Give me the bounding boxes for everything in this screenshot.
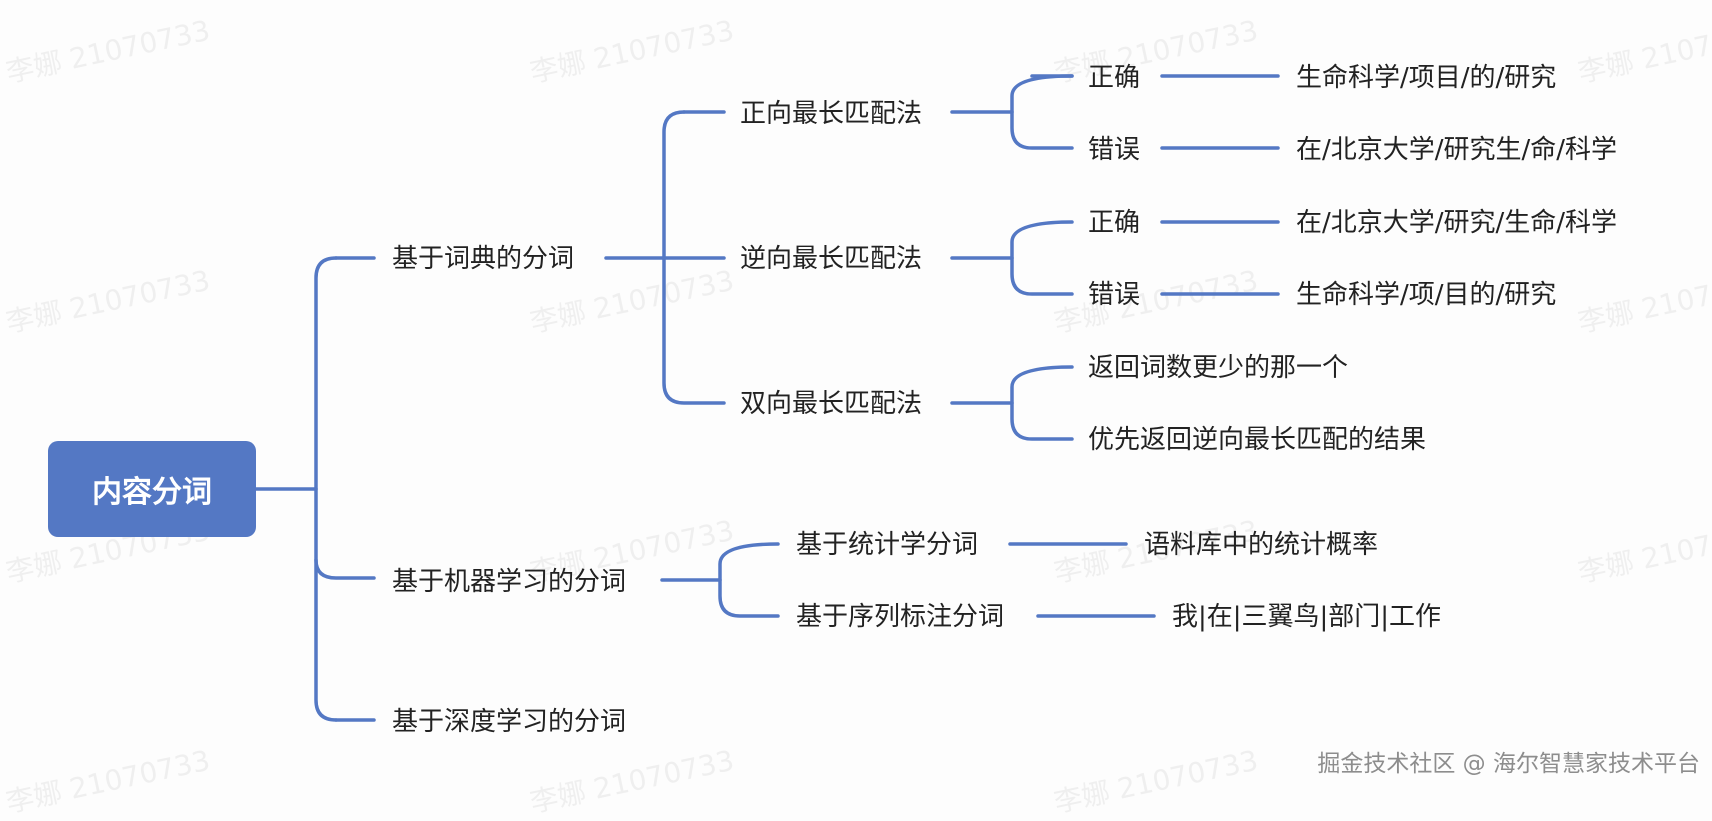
connector-bidir-branch — [1010, 365, 1074, 441]
mindmap-connectors — [254, 74, 1280, 722]
node-backward-wrong: 错误 — [1088, 280, 1141, 310]
node-backward-correct-example: 在/北京大学/研究/生命/科学 — [1296, 208, 1618, 238]
node-backward-correct: 正确 — [1088, 208, 1141, 238]
connector-forward-branch — [1010, 74, 1074, 150]
node-dictionary-segmentation: 基于词典的分词 — [392, 244, 575, 274]
node-forward-max-match: 正向最长匹配法 — [740, 99, 923, 129]
connector-dict-trunk — [662, 110, 726, 405]
node-sequence-labeling-example: 我|在|三翼鸟|部门|工作 — [1172, 602, 1442, 632]
node-bidirectional-max-match: 双向最长匹配法 — [740, 389, 923, 419]
node-bidir-fewer-words: 返回词数更少的那一个 — [1088, 353, 1349, 383]
connector-backward-branch — [1010, 220, 1074, 296]
node-sequence-labeling-segmentation: 基于序列标注分词 — [796, 602, 1005, 632]
node-forward-correct: 正确 — [1088, 63, 1141, 93]
node-bidir-prefer-backward: 优先返回逆向最长匹配的结果 — [1088, 425, 1427, 455]
node-backward-wrong-example: 生命科学/项/目的/研究 — [1296, 280, 1557, 310]
node-statistical-segmentation: 基于统计学分词 — [796, 530, 979, 560]
node-statistical-example: 语料库中的统计概率 — [1144, 530, 1379, 560]
connector-root-trunk — [314, 256, 338, 722]
connector-root-mid — [314, 558, 376, 580]
root-node: 内容分词 — [48, 441, 256, 537]
node-forward-wrong-example: 在/北京大学/研究生/命/科学 — [1296, 135, 1618, 165]
connector-ml-branch — [718, 542, 780, 618]
node-dl-segmentation: 基于深度学习的分词 — [392, 707, 627, 737]
node-forward-wrong: 错误 — [1088, 135, 1141, 165]
node-ml-segmentation: 基于机器学习的分词 — [392, 567, 627, 597]
node-forward-correct-example: 生命科学/项目/的/研究 — [1296, 63, 1557, 93]
footer-credit: 掘金技术社区 @ 海尔智慧家技术平台 — [1317, 751, 1700, 777]
node-backward-max-match: 逆向最长匹配法 — [740, 244, 923, 274]
